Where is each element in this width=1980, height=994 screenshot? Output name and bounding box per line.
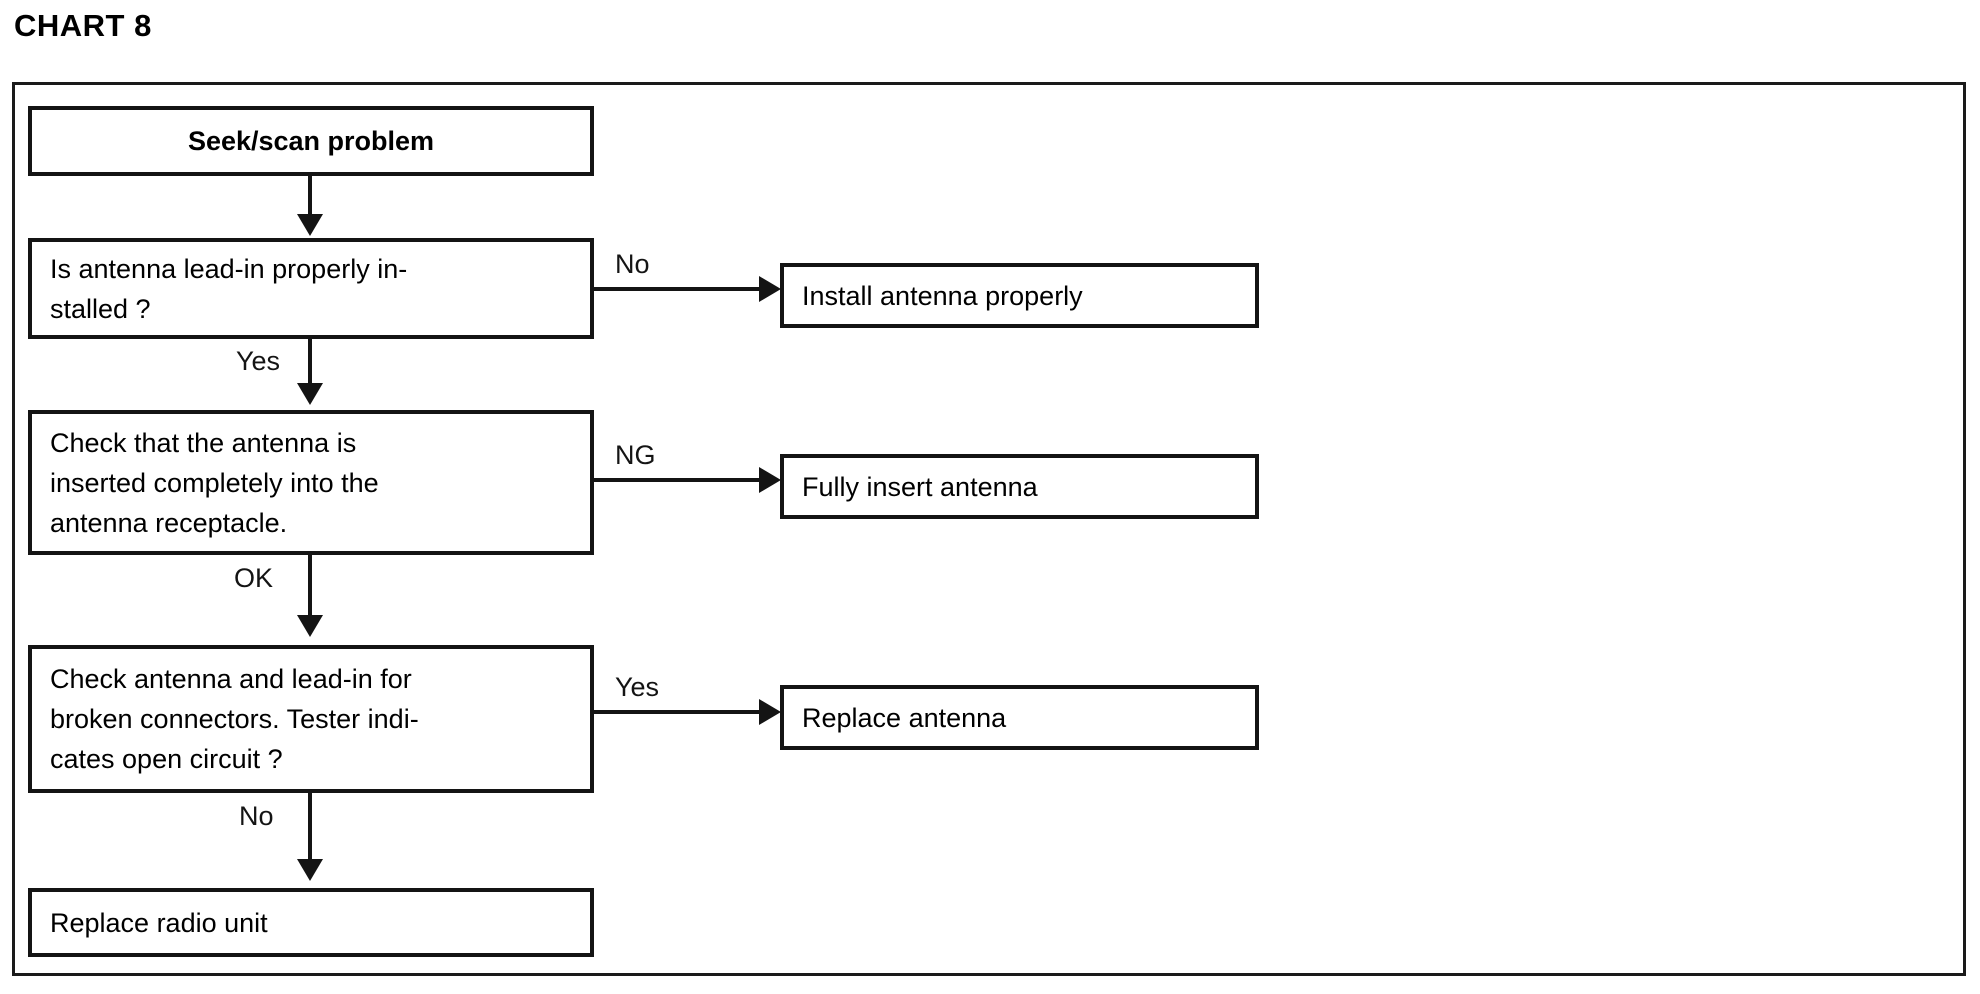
node-replace-antenna: Replace antenna: [780, 685, 1259, 750]
edge-label-q3-yes: Yes: [615, 672, 660, 702]
node-seek-scan-problem: Seek/scan problem: [28, 106, 594, 176]
connector-q1-to-q2: [308, 339, 312, 387]
chart-frame: Seek/scan problem Is antenna lead-in pro…: [12, 82, 1966, 976]
connector-q3-to-a3: [594, 710, 766, 714]
node-check-broken-connectors-open-circuit: Check antenna and lead-in for broken con…: [28, 645, 594, 793]
node-fully-insert-antenna: Fully insert antenna: [780, 454, 1259, 519]
node-install-antenna-properly: Install antenna properly: [780, 263, 1259, 328]
edge-label-q1-yes: Yes: [236, 346, 281, 376]
node-label: Install antenna properly: [802, 280, 1083, 311]
connector-start-to-q1: [308, 176, 312, 218]
edge-label-q2-ng: NG: [615, 440, 656, 470]
edge-label-q1-no: No: [615, 249, 650, 279]
node-label: Check that the antenna is inserted compl…: [50, 427, 379, 538]
page-title: CHART 8: [14, 8, 152, 43]
node-check-antenna-inserted-completely: Check that the antenna is inserted compl…: [28, 410, 594, 555]
edge-label-q3-no: No: [239, 801, 274, 831]
node-label: Replace antenna: [802, 702, 1007, 733]
connector-q1-to-a1: [594, 287, 766, 291]
node-label: Seek/scan problem: [187, 126, 435, 156]
node-is-antenna-lead-in-installed: Is antenna lead-in properly in- stalled …: [28, 238, 594, 339]
arrowhead-start-to-q1: [297, 214, 323, 236]
connector-q2-to-a2: [594, 478, 766, 482]
node-replace-radio-unit: Replace radio unit: [28, 888, 594, 957]
arrowhead-q3-to-end: [297, 859, 323, 881]
arrowhead-q2-to-q3: [297, 615, 323, 637]
arrowhead-q2-to-a2: [759, 467, 781, 493]
arrowhead-q1-to-a1: [759, 276, 781, 302]
node-label: Fully insert antenna: [802, 471, 1038, 502]
node-label: Check antenna and lead-in for broken con…: [50, 664, 419, 774]
arrowhead-q1-to-q2: [297, 383, 323, 405]
connector-q2-to-q3: [308, 555, 312, 619]
connector-q3-to-end: [308, 793, 312, 863]
node-label: Is antenna lead-in properly in- stalled …: [50, 253, 408, 324]
node-label: Replace radio unit: [50, 907, 268, 938]
edge-label-q2-ok: OK: [234, 563, 274, 593]
arrowhead-q3-to-a3: [759, 699, 781, 725]
